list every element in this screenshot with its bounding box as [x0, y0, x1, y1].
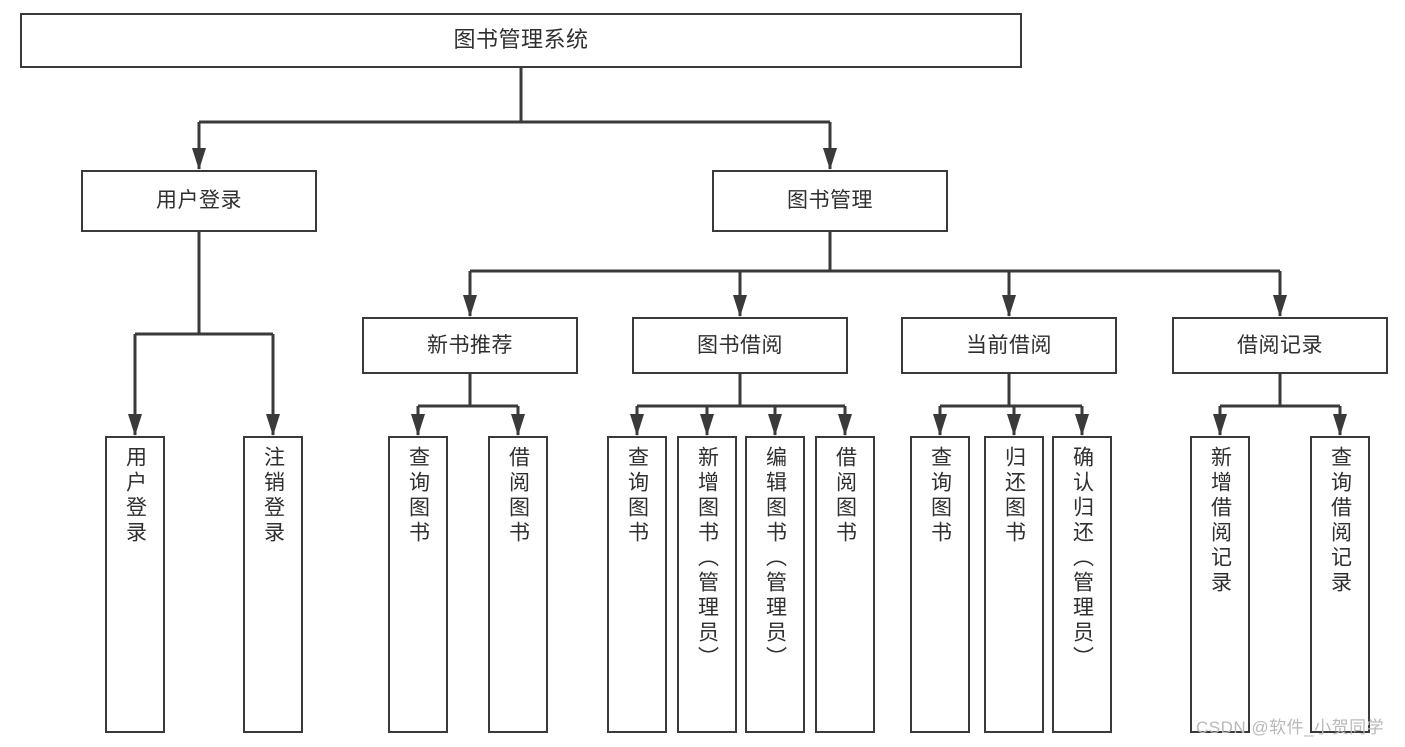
arrow-head-icon	[1333, 414, 1347, 436]
arrow-head-icon	[411, 414, 425, 436]
arrow-head-icon	[1007, 414, 1021, 436]
arrow-head-icon	[1002, 295, 1016, 317]
node-new-book-rec[interactable]: 新书推荐	[362, 317, 578, 374]
node-label: 新书推荐	[427, 333, 513, 357]
node-label: 图书管理系统	[453, 27, 589, 53]
node-leaf-query-book-borrow[interactable]: 查询图书	[607, 436, 667, 733]
node-label: 查询图书	[928, 446, 952, 546]
arrow-head-icon	[630, 414, 644, 436]
node-label: 图书管理	[787, 189, 873, 213]
node-leaf-borrow-book-rec[interactable]: 借阅图书	[488, 436, 548, 733]
node-label: 查询图书	[625, 446, 649, 546]
arrow-head-icon	[1213, 414, 1227, 436]
node-leaf-query-book-cur[interactable]: 查询图书	[910, 436, 970, 733]
node-leaf-return-book[interactable]: 归还图书	[984, 436, 1044, 733]
node-leaf-edit-book[interactable]: 编辑图书（管理员）	[745, 436, 805, 733]
node-label: 用户登录	[123, 446, 147, 546]
node-label: 注销登录	[261, 446, 285, 546]
arrow-head-icon	[463, 295, 477, 317]
node-label: 用户登录	[156, 189, 242, 213]
node-leaf-confirm-return[interactable]: 确认归还（管理员）	[1052, 436, 1112, 733]
node-user-login[interactable]: 用户登录	[81, 170, 317, 232]
node-label: 借阅记录	[1237, 333, 1323, 357]
node-label: 借阅图书	[833, 446, 857, 546]
node-book-manage[interactable]: 图书管理	[712, 170, 948, 232]
node-label: 编辑图书（管理员）	[763, 446, 787, 671]
node-leaf-borrow-book[interactable]: 借阅图书	[815, 436, 875, 733]
node-leaf-add-book[interactable]: 新增图书（管理员）	[677, 436, 737, 733]
node-label: 图书借阅	[697, 333, 783, 357]
arrow-head-icon	[1273, 295, 1287, 317]
node-label: 确认归还（管理员）	[1070, 446, 1094, 671]
arrow-head-icon	[266, 414, 280, 436]
arrow-head-icon	[128, 414, 142, 436]
node-leaf-query-book-rec[interactable]: 查询图书	[388, 436, 448, 733]
arrow-head-icon	[933, 414, 947, 436]
node-label: 借阅图书	[506, 446, 530, 546]
node-leaf-query-record[interactable]: 查询借阅记录	[1310, 436, 1370, 733]
node-leaf-user-logout[interactable]: 注销登录	[243, 436, 303, 733]
arrow-head-icon	[823, 148, 837, 170]
node-book-borrow[interactable]: 图书借阅	[632, 317, 848, 374]
arrow-head-icon	[1075, 414, 1089, 436]
node-leaf-add-record[interactable]: 新增借阅记录	[1190, 436, 1250, 733]
csdn-watermark: CSDN @软件_小贺同学	[1196, 718, 1385, 737]
node-label: 当前借阅	[966, 333, 1052, 357]
arrow-head-icon	[838, 414, 852, 436]
node-label: 归还图书	[1002, 446, 1026, 546]
arrow-head-icon	[768, 414, 782, 436]
node-label: 查询借阅记录	[1328, 446, 1352, 596]
node-label: 查询图书	[406, 446, 430, 546]
node-borrow-record[interactable]: 借阅记录	[1172, 317, 1388, 374]
node-label: 新增借阅记录	[1208, 446, 1232, 596]
node-root[interactable]: 图书管理系统	[20, 13, 1022, 68]
arrow-head-icon	[733, 295, 747, 317]
node-label: 新增图书（管理员）	[695, 446, 719, 671]
arrow-head-icon	[700, 414, 714, 436]
arrow-head-icon	[511, 414, 525, 436]
arrow-head-icon	[192, 148, 206, 170]
node-leaf-user-login[interactable]: 用户登录	[105, 436, 165, 733]
node-current-borrow[interactable]: 当前借阅	[901, 317, 1117, 374]
